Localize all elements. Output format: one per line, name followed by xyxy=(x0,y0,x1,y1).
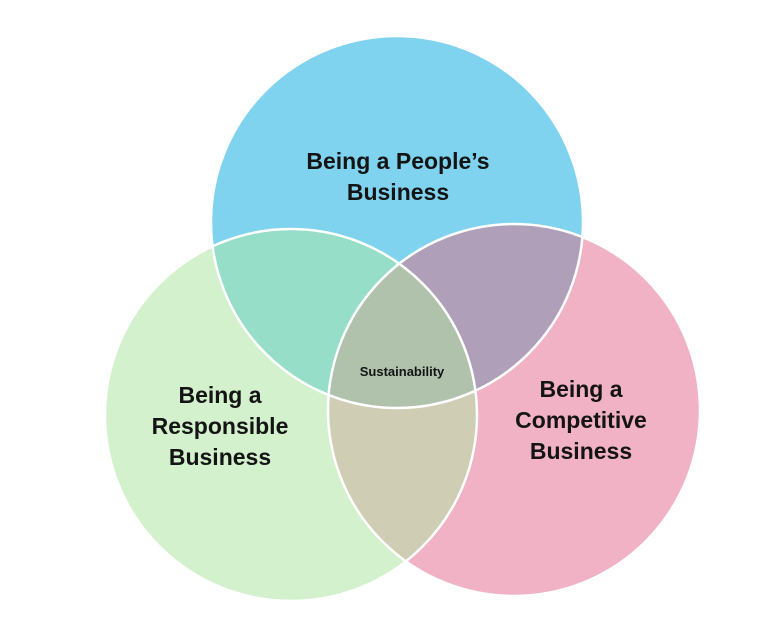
overlap-all xyxy=(328,229,477,408)
label-people-line-2: Business xyxy=(346,179,450,205)
label-responsible-line-2: Responsible xyxy=(151,413,289,439)
label-responsible-line-3: Business xyxy=(168,444,272,470)
label-sustainability: Sustainability xyxy=(359,364,445,379)
label-competitive-line-2: Competitive xyxy=(515,407,647,433)
label-competitive-business: Being a Competitive Business xyxy=(461,374,701,467)
label-competitive-line-1: Being a xyxy=(539,376,623,402)
label-people-line-1: Being a People’s xyxy=(306,148,490,174)
label-people-business: Being a People’s Business xyxy=(248,146,548,208)
label-competitive-line-3: Business xyxy=(529,438,633,464)
label-responsible-business: Being a Responsible Business xyxy=(100,380,340,473)
outline-competitive xyxy=(326,222,702,598)
outline-responsible xyxy=(103,227,479,603)
label-responsible-line-1: Being a xyxy=(178,382,262,408)
outline-people xyxy=(209,34,585,410)
